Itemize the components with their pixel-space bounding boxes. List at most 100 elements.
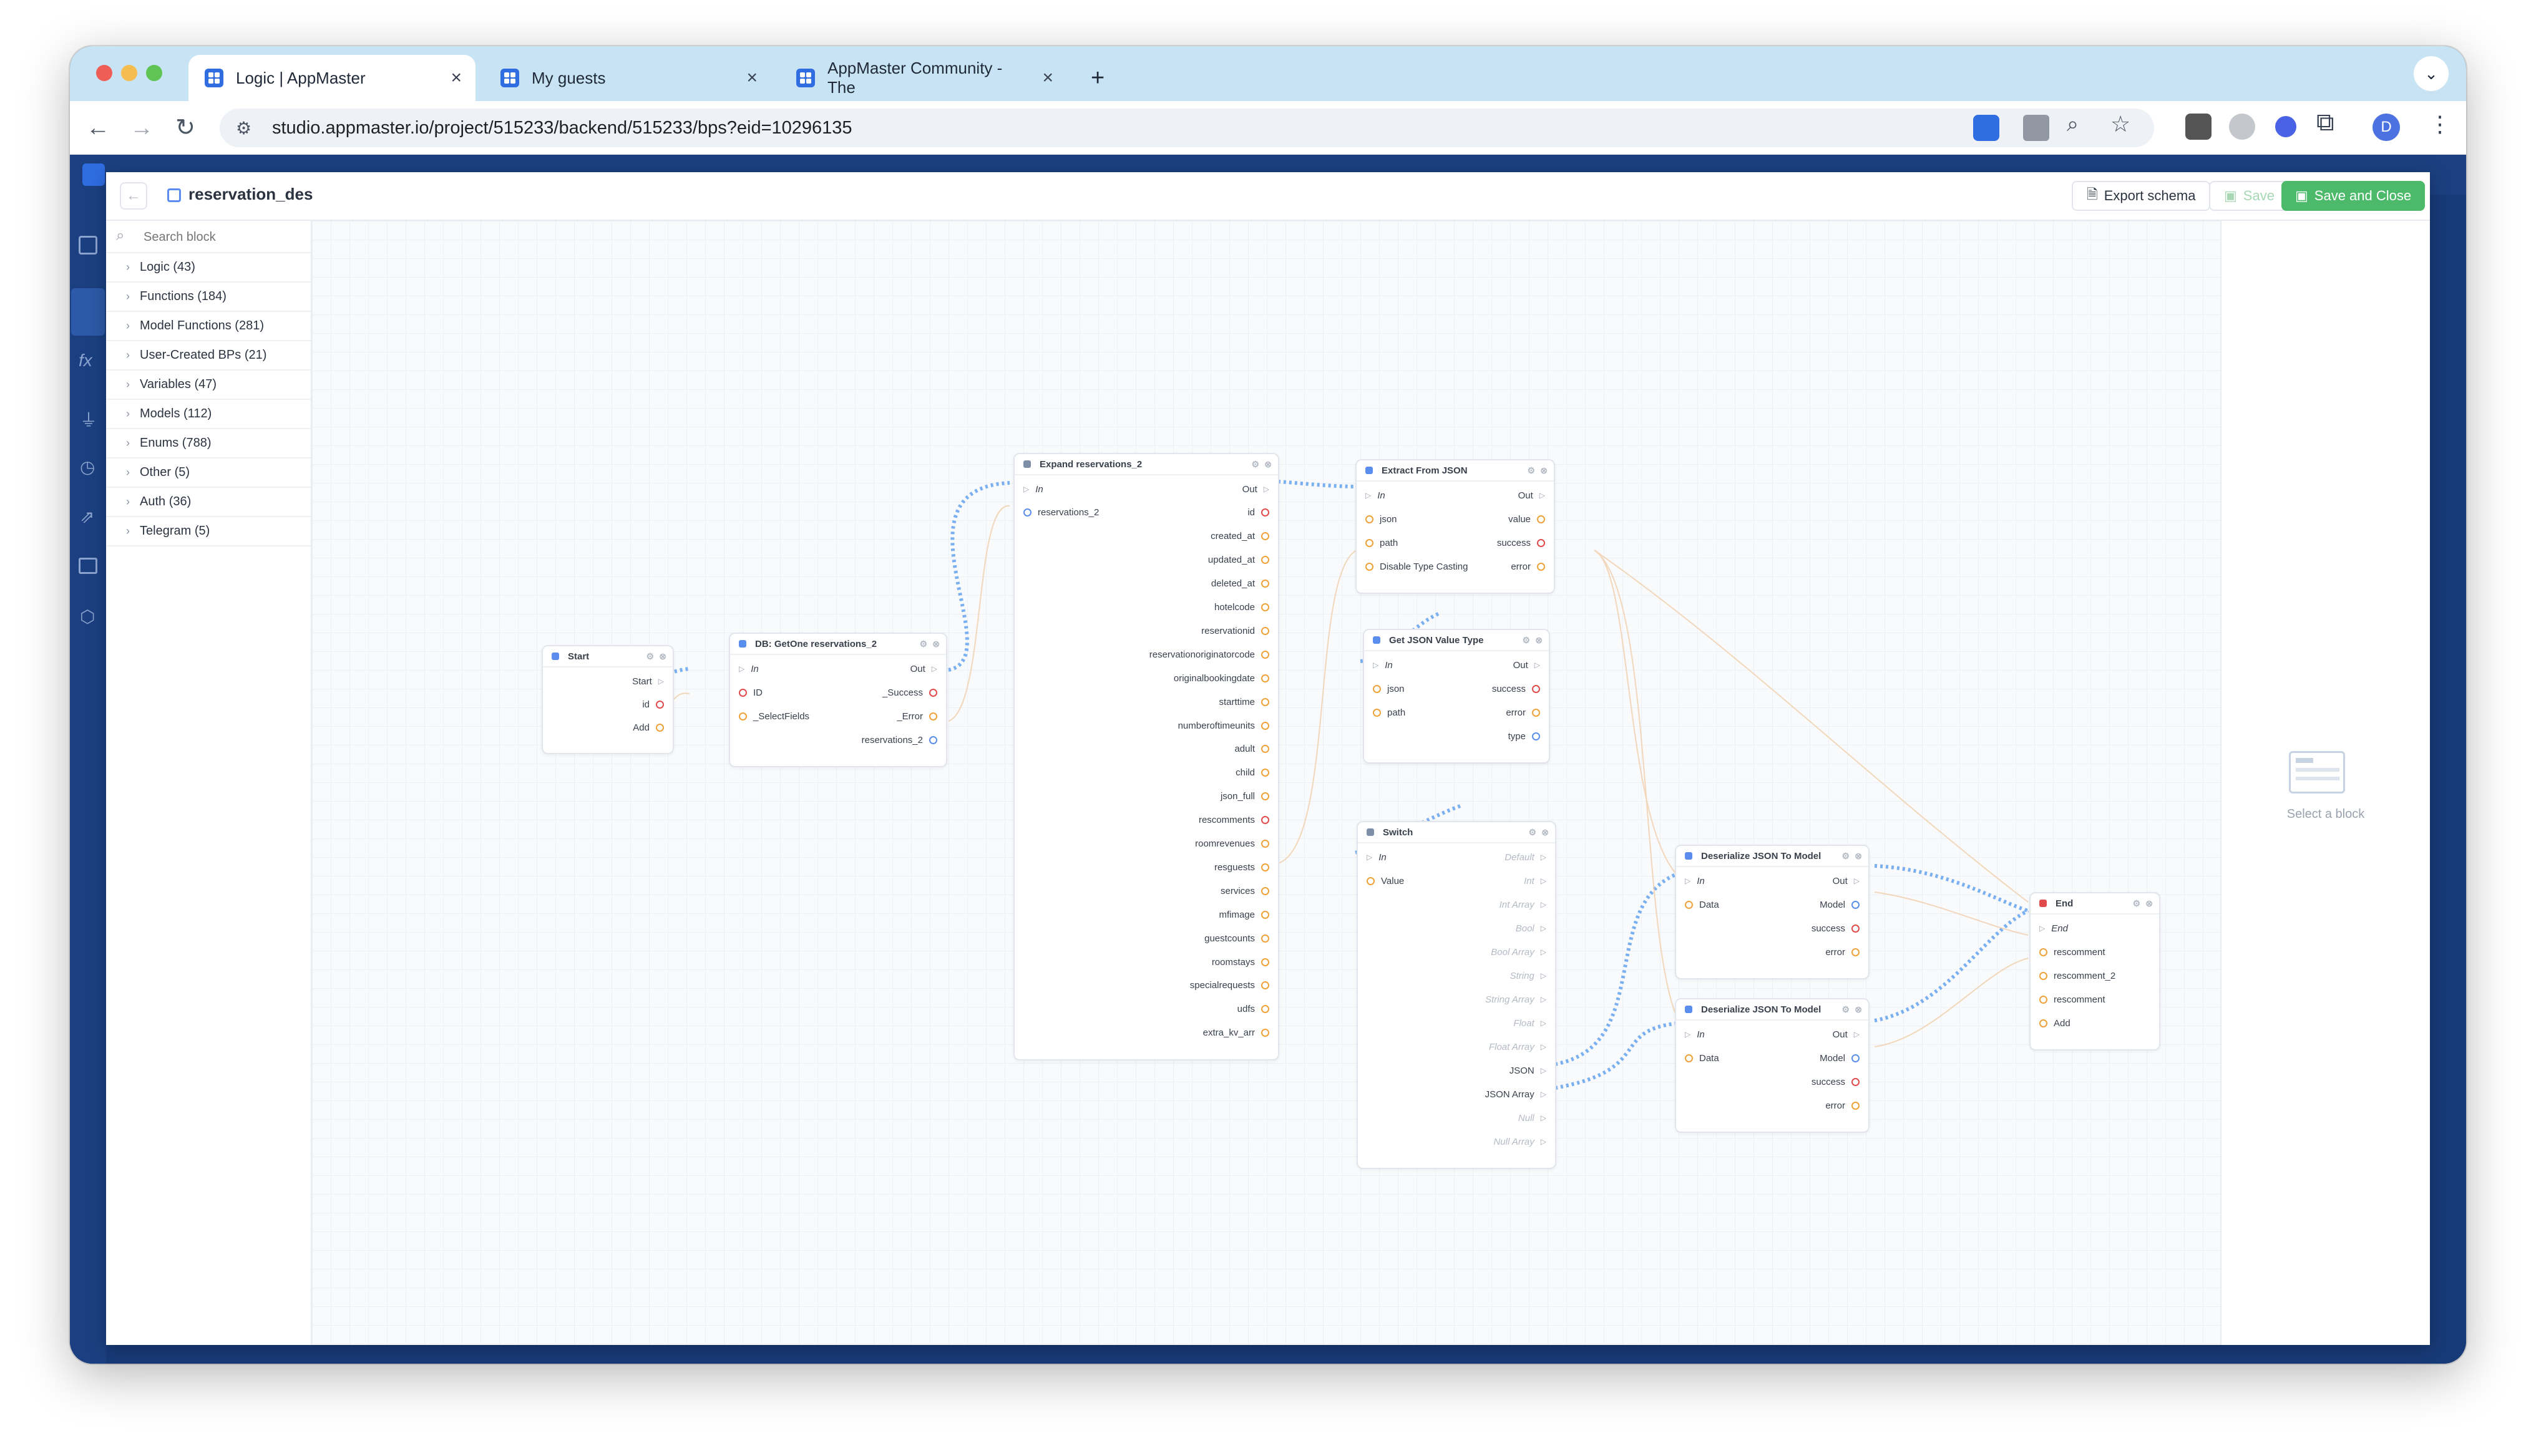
input-port[interactable]: path [1365,535,1398,550]
flow-in-icon[interactable]: ▷ [1367,853,1373,861]
input-port[interactable]: Value [1367,873,1404,888]
input-port[interactable]: path [1373,705,1405,720]
input-port[interactable]: ▷In [739,661,759,676]
studio-apps-icon[interactable] [82,163,105,186]
output-pin-icon[interactable] [1261,981,1269,990]
search-block-input[interactable] [144,227,300,247]
output-pin-icon[interactable] [1851,900,1860,909]
output-port[interactable]: Int Array▷ [1500,897,1546,912]
input-port[interactable]: reservations_2 [1023,505,1099,520]
output-pin-icon[interactable] [1261,508,1269,517]
input-pin-icon[interactable] [1685,1054,1693,1062]
output-port[interactable]: Out▷ [1513,658,1540,672]
output-port[interactable]: type [1508,729,1540,744]
input-port[interactable]: Data [1685,897,1719,912]
output-port[interactable]: services [1221,883,1269,898]
category-item[interactable]: ›Functions (184) [106,283,311,312]
translate-icon[interactable] [2023,115,2049,141]
profile-avatar[interactable]: D [2373,114,2400,141]
output-pin-icon[interactable] [1851,948,1860,956]
output-pin-icon[interactable] [656,700,664,709]
node-delete-icon[interactable]: ⊗ [2145,898,2153,908]
output-pin-icon[interactable] [1261,816,1269,825]
input-port[interactable]: ▷End [2039,921,2068,936]
output-port[interactable]: Out▷ [910,661,937,676]
output-port[interactable]: Add [633,720,664,735]
endpoints-icon[interactable]: ⏚ [80,410,98,430]
output-port[interactable]: success [1497,535,1545,550]
flow-out-icon[interactable]: ▷ [1540,971,1546,980]
output-pin-icon[interactable] [656,723,664,732]
output-port[interactable]: rescomments [1199,813,1269,828]
input-port[interactable]: json [1373,681,1405,696]
output-port[interactable]: Int▷ [1524,873,1546,888]
bookmark-star-icon[interactable]: ☆ [2110,111,2131,137]
input-pin-icon[interactable] [2039,995,2047,1004]
output-port[interactable]: Float▷ [1513,1016,1546,1031]
output-port[interactable]: updated_at [1208,553,1269,568]
output-port[interactable]: Start▷ [632,674,664,689]
input-port[interactable]: ▷In [1373,658,1393,672]
input-port[interactable]: _SelectFields [739,709,809,724]
output-pin-icon[interactable] [1851,1054,1860,1062]
node-settings-icon[interactable]: ⚙ [1528,827,1536,837]
input-port[interactable]: rescomment_2 [2039,968,2115,983]
input-port[interactable]: ▷In [1367,850,1387,865]
site-settings-icon[interactable]: ⚙ [236,119,252,138]
output-port[interactable]: success [1812,921,1860,936]
new-tab-button[interactable]: + [1091,64,1105,91]
output-port[interactable]: Null▷ [1518,1110,1546,1125]
node-delete-icon[interactable]: ⊗ [1264,459,1272,469]
extensions-puzzle-icon[interactable]: ⧉ [2316,109,2334,136]
node-delete-icon[interactable]: ⊗ [1540,465,1548,475]
output-port[interactable]: error [1825,944,1860,959]
category-item[interactable]: ›User-Created BPs (21) [106,341,311,371]
node-settings-icon[interactable]: ⚙ [1527,465,1535,475]
category-item[interactable]: ›Auth (36) [106,488,311,517]
output-pin-icon[interactable] [1261,1005,1269,1014]
external-api-icon[interactable]: ⇗ [80,507,95,527]
flow-out-icon[interactable]: ▷ [1540,924,1546,933]
node-settings-icon[interactable]: ⚙ [1841,851,1850,861]
input-port[interactable]: json [1365,512,1397,527]
output-pin-icon[interactable] [1261,840,1269,848]
scheduler-icon[interactable]: ◷ [80,457,95,477]
output-port[interactable]: error [1511,559,1545,574]
address-bar[interactable]: ⚙ studio.appmaster.io/project/515233/bac… [220,109,2154,147]
node-header[interactable]: Switch⚙⊗ [1358,822,1555,843]
output-port[interactable]: Default▷ [1505,850,1546,865]
flow-out-icon[interactable]: ▷ [1540,948,1546,956]
output-port[interactable]: Out▷ [1242,482,1269,497]
output-port[interactable]: adult [1234,742,1269,757]
output-pin-icon[interactable] [929,712,937,721]
input-pin-icon[interactable] [2039,971,2047,980]
output-port[interactable]: reservationid [1201,623,1269,638]
output-port[interactable]: Bool▷ [1516,921,1546,936]
extension-appmaster-icon[interactable] [1973,115,1999,141]
category-item[interactable]: ›Other (5) [106,459,311,488]
extension-speech-icon[interactable] [2229,114,2255,140]
input-pin-icon[interactable] [1373,708,1381,717]
category-item[interactable]: ›Model Functions (281) [106,312,311,341]
output-pin-icon[interactable] [929,688,937,697]
output-port[interactable]: hotelcode [1214,600,1269,615]
flow-in-icon[interactable]: ▷ [1373,661,1379,669]
node-settings-icon[interactable]: ⚙ [2132,898,2140,908]
output-port[interactable]: id [1247,505,1269,520]
input-pin-icon[interactable] [1373,684,1381,693]
node-header[interactable]: Deserialize JSON To Model⚙⊗ [1676,999,1868,1021]
category-item[interactable]: ›Models (112) [106,400,311,429]
extension-dot-icon[interactable] [2275,116,2296,137]
flow-out-icon[interactable]: ▷ [1263,485,1269,493]
input-port[interactable]: ▷In [1685,1027,1705,1042]
logic-nav-icon[interactable] [71,288,105,336]
flow-in-icon[interactable]: ▷ [739,664,745,673]
output-port[interactable]: starttime [1219,694,1269,709]
tab-search-chevron-icon[interactable]: ⌄ [2414,56,2449,91]
output-port[interactable]: udfs [1237,1002,1269,1017]
node-header[interactable]: End⚙⊗ [2031,893,2159,915]
flow-in-icon[interactable]: ▷ [1685,1030,1691,1039]
